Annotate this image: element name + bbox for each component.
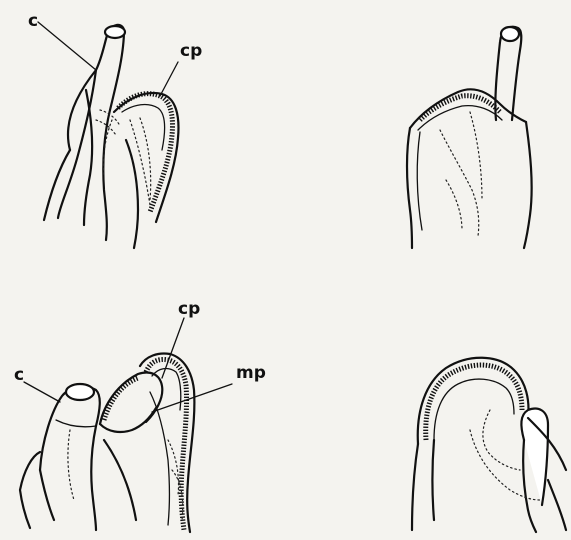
label-cp-top: cp — [180, 41, 202, 61]
figure-top-right — [407, 27, 532, 248]
label-c-bottom: c — [14, 365, 24, 385]
figure-top-left — [38, 22, 178, 248]
figure-bottom-left — [20, 318, 232, 532]
figure-bottom-right — [412, 358, 566, 532]
label-cp-bottom: cp — [178, 299, 200, 319]
label-mp-bottom: mp — [236, 363, 266, 383]
label-c-top: c — [28, 11, 38, 31]
